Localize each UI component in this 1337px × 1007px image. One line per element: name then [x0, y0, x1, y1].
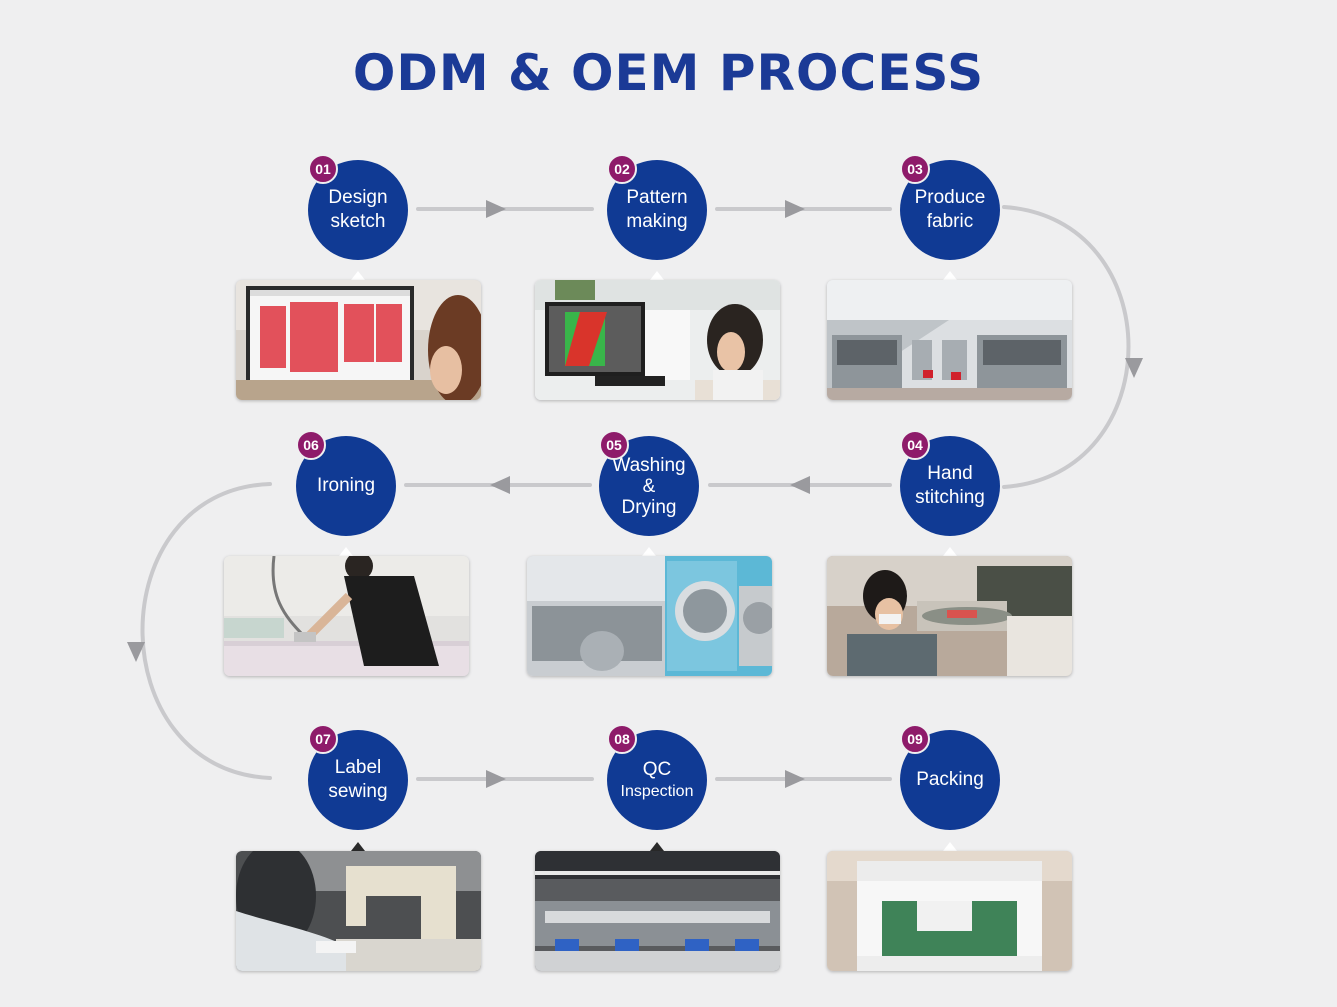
step-label: Design	[328, 187, 388, 208]
step-number-badge: 06	[296, 430, 326, 460]
step-number-badge: 02	[607, 154, 637, 184]
step-label: Label	[334, 757, 382, 778]
step-label: QC	[642, 759, 672, 780]
arrow-right-icon	[785, 770, 805, 788]
pointer-triangle	[650, 271, 664, 280]
step-number-badge: 09	[900, 724, 930, 754]
pointer-triangle	[642, 547, 656, 556]
pointer-triangle	[943, 271, 957, 280]
step-label: sketch	[330, 211, 386, 232]
knitting-machines-photo	[827, 280, 1072, 400]
inspection-workshop-photo	[535, 851, 780, 971]
step-label: stitching	[915, 487, 985, 508]
step-number-badge: 07	[308, 724, 338, 754]
pointer-triangle	[943, 547, 957, 556]
pointer-triangle	[351, 271, 365, 280]
step-label: Washing	[612, 454, 686, 476]
arrow-left-icon	[490, 476, 510, 494]
arrow-right-icon	[486, 200, 506, 218]
page-title: ODM & OEM PROCESS	[352, 44, 985, 102]
step-circle: Design sketch	[308, 160, 408, 260]
arrow-left-icon	[790, 476, 810, 494]
step-label: making	[626, 211, 688, 232]
step-circle: Washing & Drying	[599, 436, 699, 536]
step-label: sewing	[328, 781, 388, 802]
step-label: Produce	[914, 187, 986, 208]
pointer-triangle	[650, 842, 664, 851]
step-label: Drying	[621, 496, 677, 518]
packing-machine-photo	[827, 851, 1072, 971]
pattern-making-computer-photo	[535, 280, 780, 400]
hand-stitching-worker-photo	[827, 556, 1072, 676]
pointer-triangle	[339, 547, 353, 556]
sewing-machine-photo	[236, 851, 481, 971]
washing-machines-photo	[527, 556, 772, 676]
connector-06-07	[140, 482, 272, 780]
arrow-right-icon	[785, 200, 805, 218]
step-number-badge: 03	[900, 154, 930, 184]
arrow-down-icon	[127, 642, 145, 662]
ironing-worker-photo	[224, 556, 469, 676]
step-number-badge: 08	[607, 724, 637, 754]
step-label: Packing	[916, 769, 984, 790]
step-label: fabric	[926, 211, 974, 232]
arrow-down-icon	[1125, 358, 1143, 378]
pointer-triangle	[943, 842, 957, 851]
step-label: Ironing	[316, 475, 376, 496]
step-label: &	[642, 475, 656, 497]
step-number-badge: 05	[599, 430, 629, 460]
pointer-triangle	[351, 842, 365, 851]
step-label: Hand	[927, 463, 973, 484]
connector-03-04	[1002, 205, 1131, 489]
arrow-right-icon	[486, 770, 506, 788]
step-number-badge: 01	[308, 154, 338, 184]
step-number-badge: 04	[900, 430, 930, 460]
step-label: Inspection	[620, 783, 694, 800]
step-label: Pattern	[626, 187, 688, 208]
designer-at-computer-photo	[236, 280, 481, 400]
